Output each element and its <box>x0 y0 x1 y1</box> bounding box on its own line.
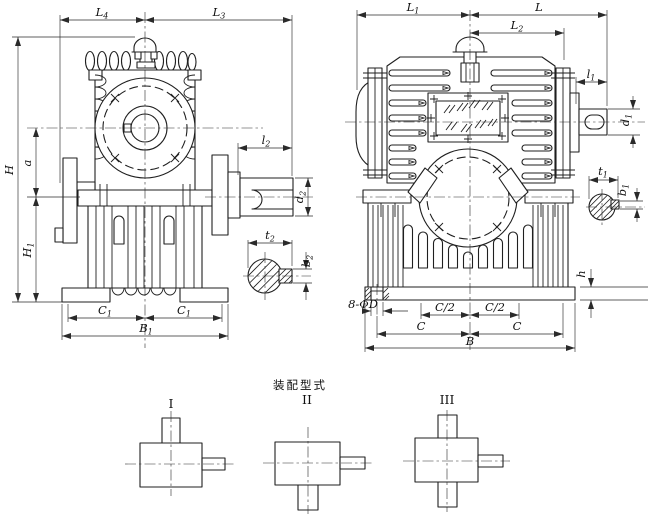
output-bore <box>418 148 518 248</box>
bearing-cap-outer <box>211 154 229 236</box>
dim-label-L: L <box>534 0 543 14</box>
centerlines-front-view <box>345 10 645 350</box>
dim-label-H1: H1 <box>20 242 36 258</box>
fin-bottom-loops <box>111 287 177 296</box>
fin-slots <box>402 224 534 269</box>
dimensions-side-view <box>12 15 313 340</box>
foot-left <box>61 287 111 303</box>
breather-cap <box>131 37 159 69</box>
bearing-boss <box>569 92 580 153</box>
dim-label-l2: l2 <box>262 133 271 149</box>
assembly-type-1 <box>125 411 234 496</box>
assembly-type-2-label: II <box>302 392 312 407</box>
dimensions-front-view <box>356 10 648 352</box>
centerlines-side-view <box>27 12 313 348</box>
dim-label-b1: b1 <box>615 184 631 196</box>
dim-label-t1: t1 <box>598 164 608 180</box>
foot-right <box>179 287 229 303</box>
bearing-lug-right <box>498 167 529 204</box>
dim-label-bolt-holes: 8-ΦD <box>348 297 378 311</box>
left-plate-tab <box>54 227 64 243</box>
dim-label-C1-right: C1 <box>177 303 191 319</box>
dim-label-H: H <box>2 164 16 176</box>
dim-label-L4: L4 <box>95 5 109 21</box>
dim-label-C2-right: C/2 <box>485 300 505 314</box>
inspection-window <box>427 92 509 143</box>
glass-hatch <box>443 99 498 133</box>
assembly-type-3-label: III <box>440 392 455 407</box>
dim-label-L1: L1 <box>406 0 420 16</box>
right-flange-bolts <box>551 72 575 176</box>
dim-label-C2-left: C/2 <box>435 300 455 314</box>
bar-bolts <box>380 203 556 217</box>
window-bolt-marks <box>427 92 509 143</box>
dim-label-d1: d1 <box>618 114 634 126</box>
dim-label-l1: l1 <box>587 67 596 83</box>
shaft-d2-keyway <box>251 189 294 210</box>
assembly-diagrams: 装配型式 I II III <box>125 378 510 514</box>
dim-label-C-right: C <box>513 319 522 333</box>
lower-fins <box>95 206 195 288</box>
dim-label-L2: L2 <box>510 18 524 34</box>
left-plate <box>62 157 78 244</box>
dim-label-B1: B1 <box>138 321 153 337</box>
assembly-type-2 <box>263 427 372 514</box>
dim-label-a: a <box>20 159 34 166</box>
dim-label-L3: L3 <box>212 5 226 21</box>
dim-label-d2: d2 <box>292 191 308 203</box>
bearing-bar-left <box>362 189 412 204</box>
dim-label-C-left: C <box>417 319 426 333</box>
pitch-circle-ticks <box>110 93 180 163</box>
front-view: L1 L L2 l1 d1 t1 b1 h 8-ΦD C/2 C/2 C C B <box>345 0 648 352</box>
dim-label-h: h <box>574 270 588 277</box>
assembly-type-1-label: I <box>169 396 174 411</box>
dim-label-C1-left: C1 <box>98 303 112 319</box>
bearing-bar-right <box>524 189 574 204</box>
horizontal-fins <box>388 69 553 180</box>
left-flange-bolts <box>363 72 387 176</box>
bearing-lug-left <box>407 167 438 204</box>
housing-slot <box>113 215 125 245</box>
base-bolt-hole <box>364 286 390 301</box>
side-view: L4 L3 H a H1 l2 d2 C1 C1 B1 t2 b2 <box>2 5 315 348</box>
front-housing-body <box>386 56 556 184</box>
assembly-type-3 <box>403 410 510 512</box>
assembly-title: 装配型式 <box>273 378 327 392</box>
bearing-cap-inner <box>227 171 241 219</box>
dim-label-t2: t2 <box>265 228 275 244</box>
dim-label-B: B <box>465 334 474 348</box>
dim-label-b2: b2 <box>299 255 315 267</box>
housing-slot <box>163 215 175 245</box>
